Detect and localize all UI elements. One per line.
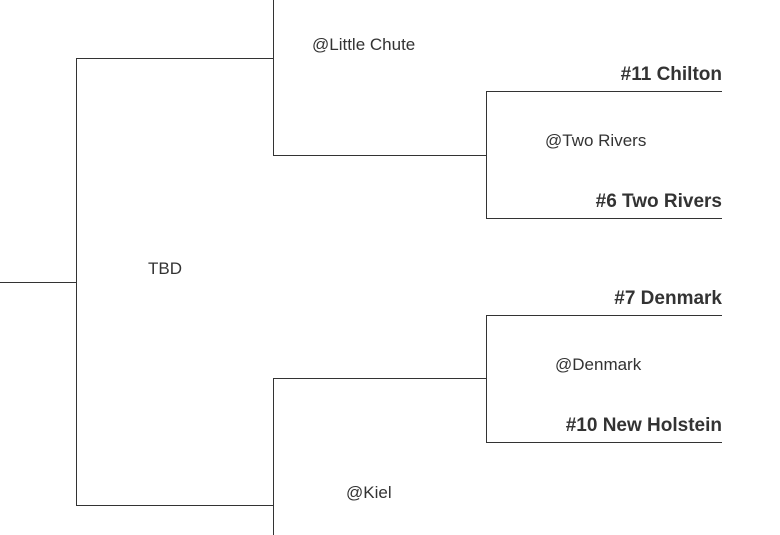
venue-label-qf1: @Two Rivers (545, 131, 647, 150)
matchup-connector-qf2 (486, 315, 487, 443)
team-name-new-holstein: #10 New Holstein (565, 415, 722, 436)
team-line-new-holstein (486, 442, 722, 443)
matchup-connector-sf1 (273, 0, 274, 156)
winner-line-qf2 (273, 378, 487, 379)
venue-label-qf2: @Denmark (555, 355, 642, 374)
team-name-denmark: #7 Denmark (614, 288, 722, 309)
venue-label-sf2: @Kiel (346, 483, 392, 502)
champion-line (0, 282, 77, 283)
team-line-two-rivers (486, 218, 722, 219)
venue-label-sf1: @Little Chute (312, 35, 416, 54)
winner-line-qf1 (273, 155, 487, 156)
team-name-two-rivers: #6 Two Rivers (595, 191, 722, 212)
sf1-line (76, 58, 274, 59)
sf2-line (76, 505, 274, 506)
team-line-denmark (486, 315, 722, 316)
team-line-chilton (486, 91, 722, 92)
venue-label-final: TBD (148, 259, 182, 278)
matchup-connector-sf2 (273, 378, 274, 535)
team-name-chilton: #11 Chilton (620, 64, 722, 85)
